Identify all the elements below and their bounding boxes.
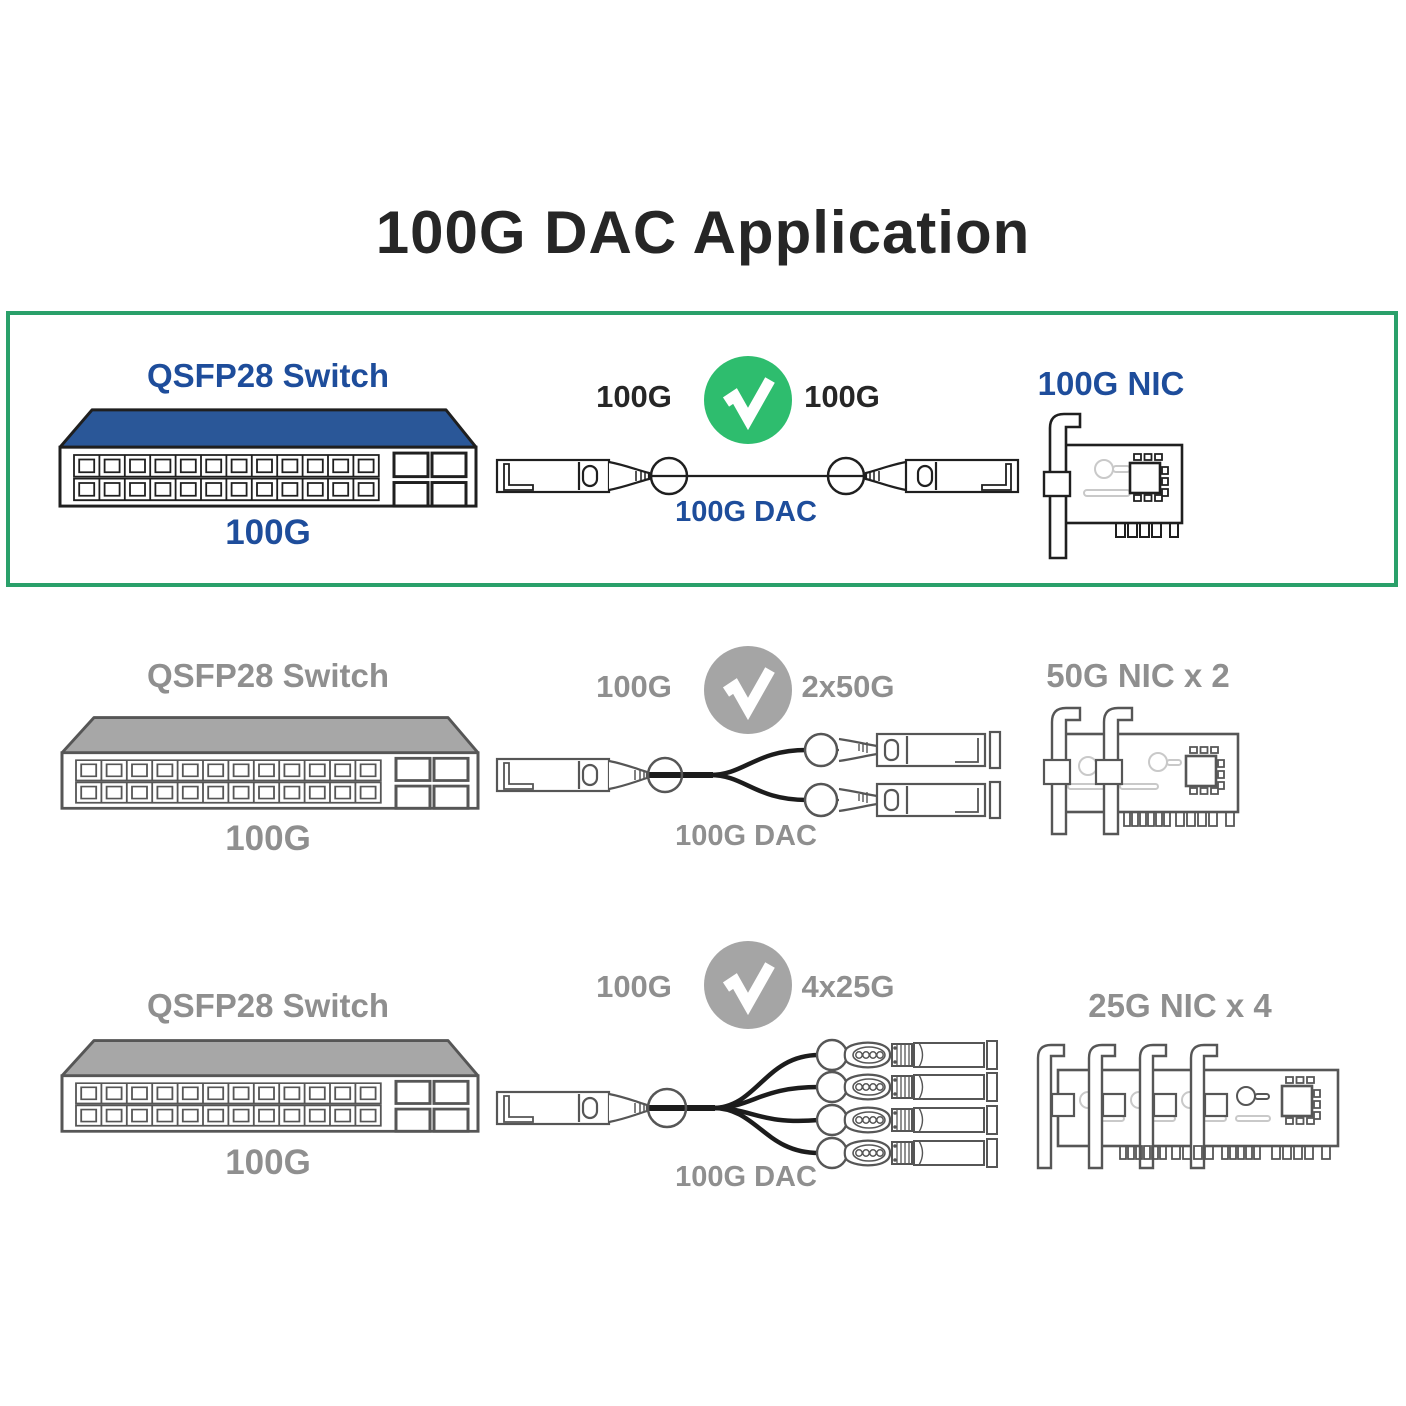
- cable-label: 100G DAC: [675, 1161, 817, 1193]
- nic-label: 25G NIC x 4: [1088, 987, 1272, 1024]
- qsfp28-switch-illustration: [58, 404, 478, 510]
- page-title: 100G DAC Application: [375, 199, 1031, 266]
- switch-label: QSFP28 Switch: [146, 357, 390, 394]
- nic-x2-illustration: [1040, 700, 1245, 840]
- nic-label: 100G NIC: [1037, 365, 1185, 402]
- qsfp28-switch-illustration: [60, 712, 480, 812]
- cable-label: 100G DAC: [675, 820, 817, 852]
- nic-illustration: [1040, 408, 1188, 564]
- dac-breakout-2-illustration: [495, 726, 1025, 826]
- target-speed-label: 100G: [804, 379, 880, 414]
- source-speed-label: 100G: [596, 669, 672, 704]
- cable-label: 100G DAC: [675, 496, 817, 528]
- source-speed-label: 100G: [596, 969, 672, 1004]
- highlight-border: [6, 311, 1398, 587]
- nic-x4-illustration: [1030, 1038, 1340, 1173]
- nic-label: 50G NIC x 2: [1046, 657, 1230, 694]
- switch-speed-label: 100G: [225, 819, 311, 858]
- switch-label: QSFP28 Switch: [146, 987, 390, 1024]
- target-speed-label: 4x25G: [801, 969, 895, 1004]
- source-speed-label: 100G: [596, 379, 672, 414]
- switch-speed-label: 100G: [225, 513, 311, 552]
- switch-label: QSFP28 Switch: [146, 657, 390, 694]
- qsfp28-switch-illustration: [60, 1035, 480, 1135]
- switch-speed-label: 100G: [225, 1143, 311, 1182]
- dac-cable-illustration: [495, 453, 1020, 499]
- target-speed-label: 2x50G: [801, 669, 895, 704]
